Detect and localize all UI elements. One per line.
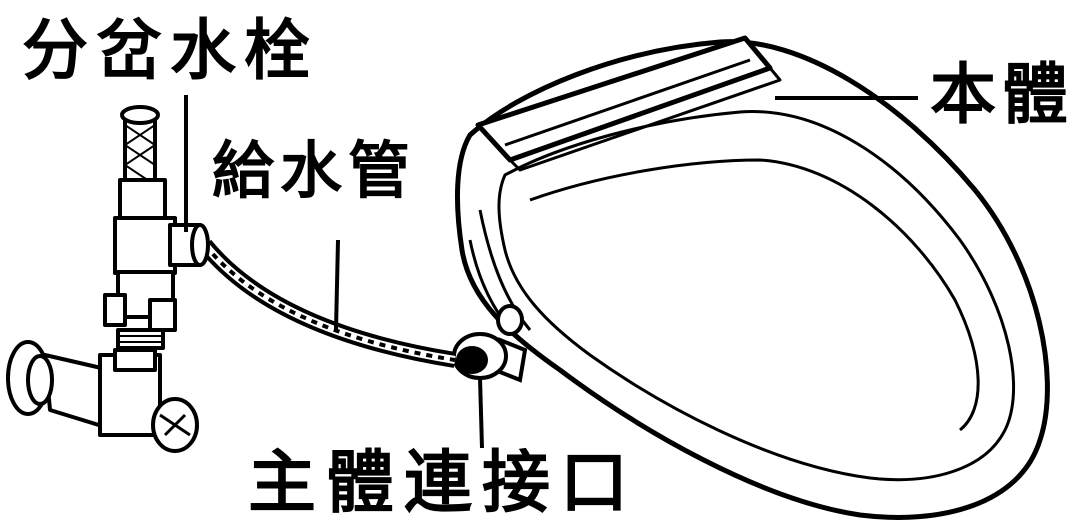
label-body-connector: 主體連接口 [248,444,639,523]
leader-lines [184,95,918,449]
label-water-hose: 給水管 [212,134,417,207]
toilet-seat-body [455,35,1050,520]
label-main-body: 本體 [930,56,1074,133]
leader-water-hose [334,239,340,331]
water-hose [198,239,457,368]
body-connector-fitting [452,304,528,383]
branch-valve [6,105,210,453]
label-branch-valve: 分岔水栓 [22,12,318,89]
leader-connector [478,377,484,449]
